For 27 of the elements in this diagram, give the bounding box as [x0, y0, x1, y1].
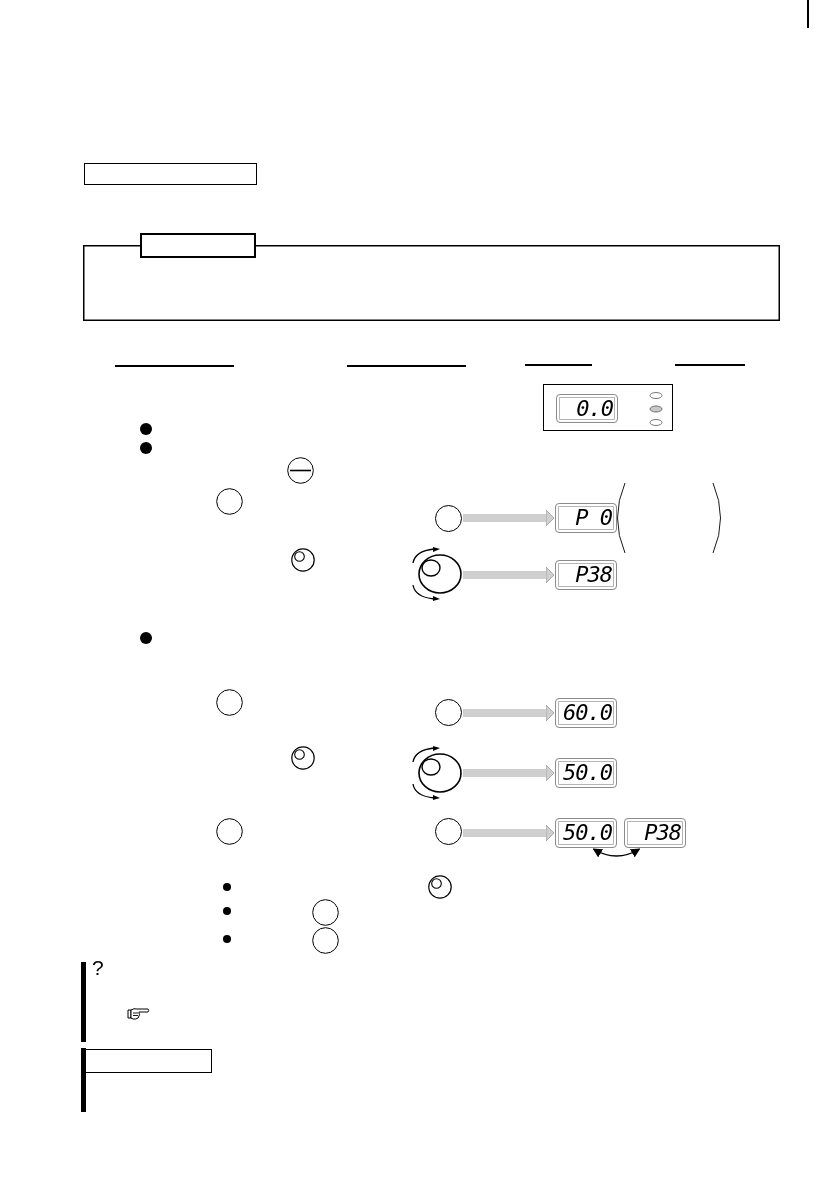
block-arrow [463, 764, 555, 782]
segment-display [624, 818, 686, 848]
operation-panel [543, 384, 673, 431]
segment-display [556, 394, 618, 423]
curved-arrow [592, 848, 641, 858]
segment-display [555, 698, 617, 728]
display-readout: 0.0 [576, 397, 613, 420]
segment-display [555, 503, 617, 533]
setting-dial [418, 753, 462, 793]
segment-display [555, 560, 617, 590]
round-key [435, 505, 462, 532]
display-readout: P38 [575, 564, 612, 586]
display-readout: P 0 [575, 507, 612, 529]
block-arrow [463, 824, 555, 842]
round-key [435, 699, 462, 726]
block-arrow [463, 704, 555, 722]
display-readout: 60.0 [563, 702, 612, 724]
block-arrow [463, 566, 555, 584]
round-key [435, 818, 462, 845]
display-readout: 50.0 [563, 762, 612, 784]
question-mark: ? [92, 957, 104, 978]
block-arrow [463, 509, 555, 527]
display-readout: P38 [644, 822, 681, 844]
display-readout: 50.0 [563, 822, 612, 844]
segment-display [555, 818, 617, 848]
segment-display [555, 758, 617, 788]
setting-dial [418, 554, 462, 594]
